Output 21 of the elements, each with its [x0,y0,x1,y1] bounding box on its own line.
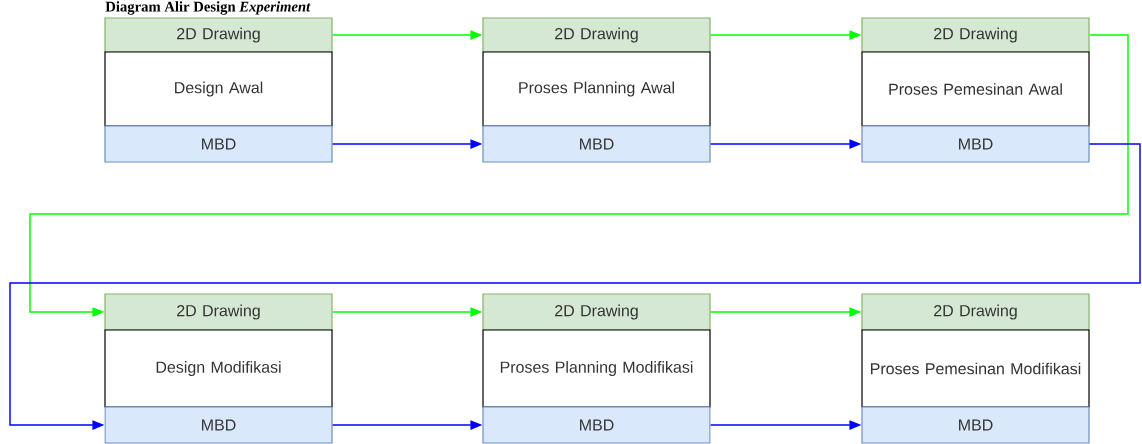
process-box: Design Awal [104,51,333,127]
process-box: Design Modifikasi [104,329,333,408]
footer-box: MBD [482,125,711,163]
process-box: Proses Planning Awal [482,51,711,127]
header-box: 2D Drawing [861,293,1090,331]
process-box: Proses Pemesinan Awal [861,51,1090,127]
header-box: 2D Drawing [861,17,1090,53]
header-box: 2D Drawing [482,293,711,331]
header-box: 2D Drawing [104,17,333,53]
footer-box: MBD [482,406,711,444]
footer-box: MBD [104,406,333,444]
arrow [9,143,1141,430]
footer-box: MBD [861,125,1090,163]
header-box: 2D Drawing [482,17,711,53]
footer-box: MBD [104,125,333,163]
process-box: Proses Planning Modifikasi [482,329,711,408]
title: Diagram Alir Design Experiment [105,1,311,15]
arrow [29,34,1129,317]
footer-box: MBD [861,406,1090,444]
process-box: Proses Pemesinan Modifikasi [861,329,1090,408]
header-box: 2D Drawing [104,293,333,331]
